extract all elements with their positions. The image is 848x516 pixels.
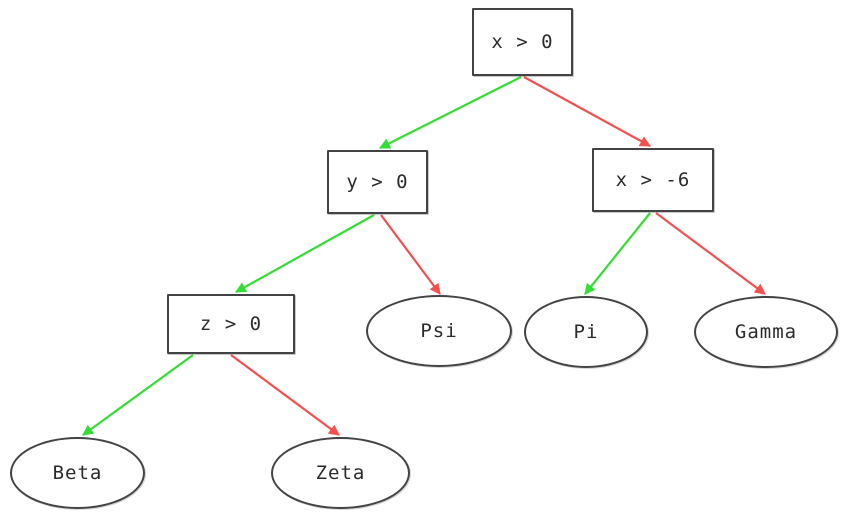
- edge-xm6-gamma: [655, 212, 766, 295]
- edge-root-y0: [379, 76, 522, 149]
- edge-z0-zeta: [230, 354, 340, 436]
- node-xm6[interactable]: x > -6: [592, 148, 714, 212]
- node-label-zeta: Zeta: [315, 461, 366, 484]
- node-label-root: x > 0: [491, 30, 554, 53]
- node-label-pi: Pi: [573, 320, 599, 343]
- node-psi[interactable]: Psi: [366, 295, 512, 367]
- node-pi[interactable]: Pi: [524, 296, 648, 368]
- node-gamma[interactable]: Gamma: [694, 296, 838, 368]
- node-zeta[interactable]: Zeta: [271, 437, 410, 509]
- node-root[interactable]: x > 0: [472, 8, 573, 76]
- node-label-psi: Psi: [420, 319, 458, 342]
- edge-y0-psi: [380, 214, 441, 295]
- node-y0[interactable]: y > 0: [327, 150, 428, 214]
- node-label-xm6: x > -6: [615, 168, 691, 191]
- node-label-gamma: Gamma: [734, 320, 798, 343]
- node-label-z0: z > 0: [199, 312, 263, 335]
- node-beta[interactable]: Beta: [10, 437, 145, 509]
- edge-root-xm6: [523, 76, 651, 147]
- edge-xm6-pi: [584, 212, 651, 295]
- edge-z0-beta: [82, 354, 194, 436]
- node-label-beta: Beta: [52, 461, 103, 484]
- node-label-y0: y > 0: [346, 170, 409, 193]
- node-z0[interactable]: z > 0: [167, 294, 295, 354]
- edge-y0-z0: [235, 214, 375, 293]
